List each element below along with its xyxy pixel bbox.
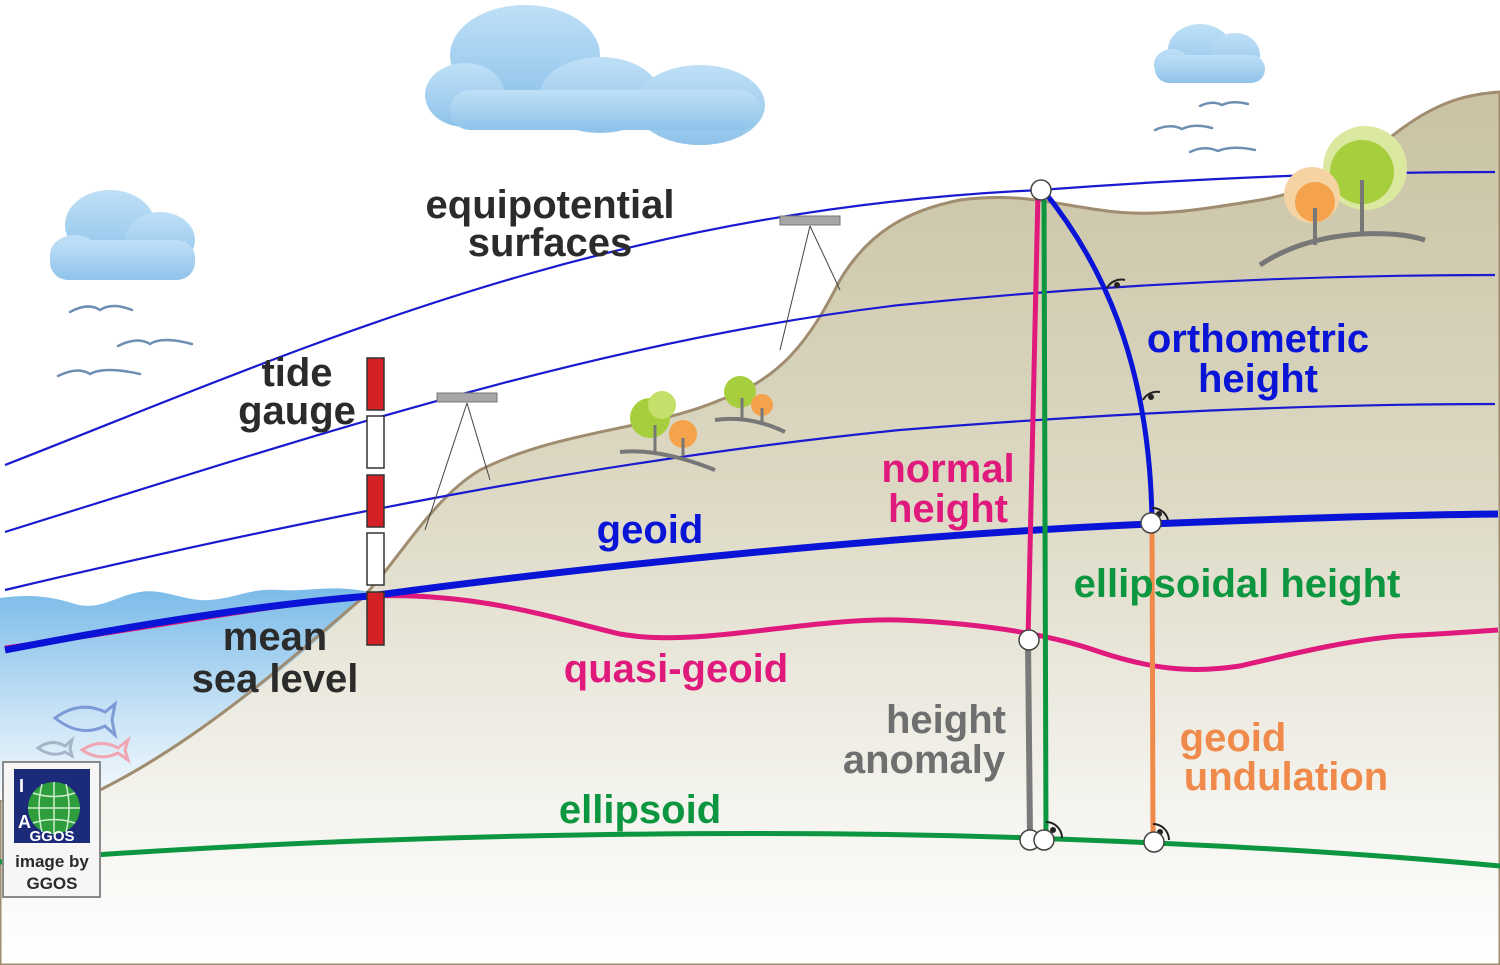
- label-ellipsoidal-height: ellipsoidal height: [1074, 562, 1401, 606]
- height-anomaly-line: [1025, 639, 1033, 839]
- label-orthometric-height: height: [1198, 357, 1318, 401]
- label-normal: normal: [881, 447, 1014, 491]
- terrain-outline-shore: [99, 598, 361, 792]
- logo-credit-line-1: image by: [15, 852, 89, 871]
- equipotential-line-3: [4, 402, 1496, 592]
- label-equipotential: equipotential: [426, 183, 675, 227]
- normal-height-line: [1025, 191, 1041, 641]
- equipotential-line-2: [4, 273, 1496, 534]
- label-orthometric: orthometric: [1147, 317, 1369, 361]
- label-mean: mean: [223, 615, 328, 659]
- cloud-left: [50, 190, 195, 280]
- label-ellipsoid: ellipsoid: [559, 788, 721, 832]
- ellipsoid-line: [0, 831, 1500, 869]
- surface-point: [1030, 179, 1052, 201]
- trees-middle: [619, 376, 786, 472]
- label-geoid: geoid: [597, 508, 704, 552]
- logo-letter-a: A: [18, 812, 31, 832]
- label-geoid-undulation-2: undulation: [1184, 755, 1388, 799]
- geoid-point: [1140, 512, 1162, 534]
- ellipsoidal-height-line: [1041, 191, 1049, 839]
- level-instrument-upper: [779, 215, 841, 351]
- fish-decoration: [35, 700, 131, 764]
- level-instrument-lower: [424, 392, 498, 531]
- point-markers: [1018, 179, 1165, 853]
- ellipsoid-point-right: [1143, 831, 1165, 853]
- birds-left: [56, 304, 194, 378]
- cloud-right: [1154, 24, 1265, 83]
- label-surfaces: surfaces: [468, 221, 633, 265]
- right-angle-markers: [1045, 278, 1170, 841]
- logo-name: GGOS: [29, 828, 74, 845]
- trees-right: [1258, 126, 1426, 268]
- ellipsoid-point-mid: [1033, 829, 1055, 851]
- label-anomaly: anomaly: [843, 738, 1006, 782]
- logo-letter-i: I: [19, 776, 24, 796]
- labels: equipotential surfaces tide gauge geoid …: [192, 183, 1401, 832]
- label-tide: tide: [261, 351, 332, 395]
- cloud-large: [425, 5, 765, 145]
- label-normal-height: height: [888, 487, 1008, 531]
- birds-right: [1153, 101, 1257, 154]
- orthometric-height-line: [1041, 188, 1155, 523]
- quasi-geoid-point: [1018, 629, 1040, 651]
- label-geoid-undulation-1: geoid: [1180, 716, 1287, 760]
- geoid-line: [4, 510, 1499, 654]
- sea: [0, 588, 370, 800]
- label-sea-level: sea level: [192, 657, 359, 701]
- ggos-logo: I A GGOS image by GGOS: [2, 761, 101, 898]
- tide-gauge: [366, 357, 385, 646]
- label-quasi-geoid: quasi-geoid: [564, 647, 788, 691]
- logo-credit-line-2: GGOS: [26, 874, 77, 893]
- label-gauge: gauge: [238, 389, 356, 433]
- geoid-undulation-line: [1149, 523, 1156, 841]
- label-height: height: [886, 698, 1006, 742]
